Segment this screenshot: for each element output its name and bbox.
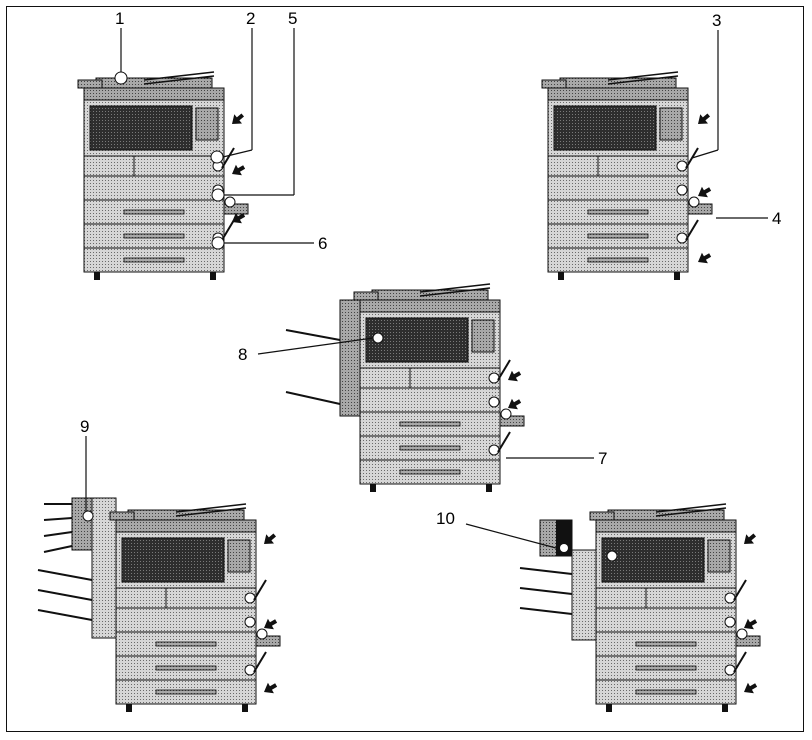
copier-center (285, 283, 525, 493)
marker-2-icon (210, 150, 224, 164)
marker-9-icon (82, 510, 94, 522)
callout-2: 2 (246, 9, 255, 28)
marker-1-icon (114, 71, 128, 85)
output-tray-unit (339, 299, 361, 417)
marker-5-icon (211, 188, 225, 202)
copier-top-left (77, 71, 249, 281)
callout-labels: 1 2 3 4 5 6 7 8 9 10 (80, 9, 781, 528)
marker-10-block (556, 520, 572, 556)
marker-8-icon (372, 332, 384, 344)
copier-top-right (541, 71, 714, 281)
finisher-body (91, 497, 117, 639)
callout-8: 8 (238, 345, 247, 364)
figure-frame (6, 6, 804, 732)
leader-lines (85, 28, 768, 549)
callout-1: 1 (115, 9, 124, 28)
copier-bottom-left (37, 497, 281, 713)
marker-10-icon (560, 544, 568, 552)
callout-9: 9 (80, 417, 89, 436)
marker-6-icon (211, 236, 225, 250)
finisher-upper (71, 497, 93, 551)
callout-7: 7 (598, 449, 607, 468)
copier-bottom-right (519, 503, 761, 713)
callout-3: 3 (712, 11, 721, 30)
callout-10: 10 (436, 509, 455, 528)
callout-5: 5 (288, 9, 297, 28)
callout-4: 4 (772, 209, 781, 228)
callout-6: 6 (318, 234, 327, 253)
